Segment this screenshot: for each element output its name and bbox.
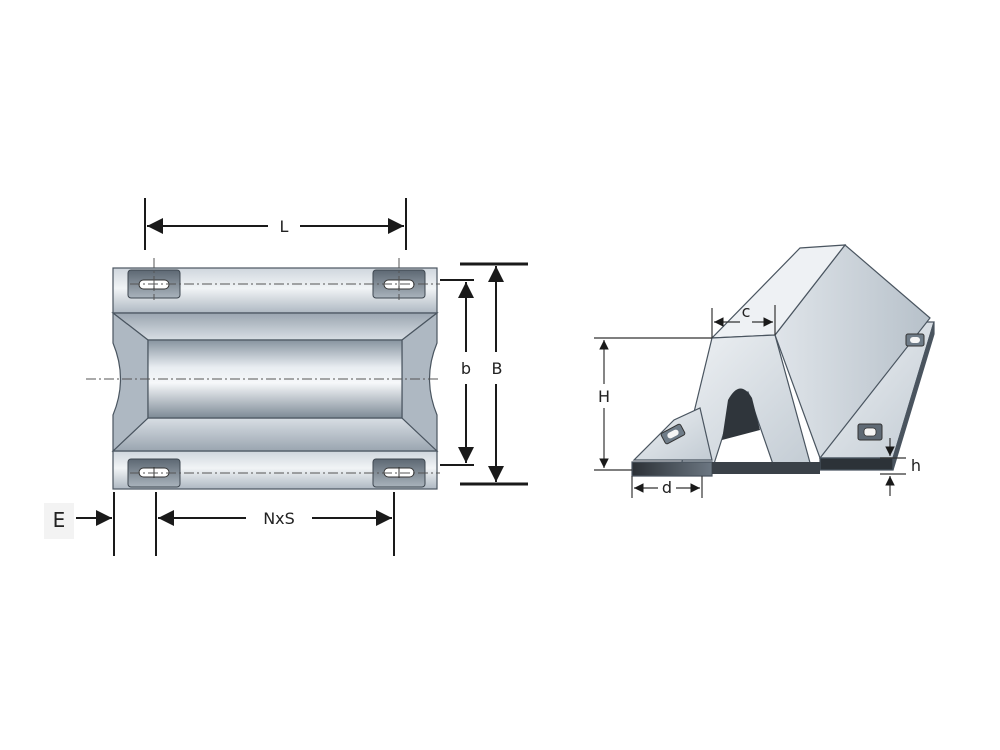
dimension-h: h <box>880 438 921 496</box>
dimension-d: d <box>631 476 703 498</box>
dimension-E: E <box>44 492 115 556</box>
dimension-B: B <box>460 262 528 486</box>
label-d: d <box>662 478 672 497</box>
side-view: c H d h <box>594 244 935 498</box>
right-base-flange-edge <box>819 457 894 471</box>
dimension-H: H <box>594 337 712 471</box>
upper-slope-face <box>111 312 439 341</box>
label-E: E <box>53 508 66 532</box>
side-bolt-slot-back-right <box>905 333 925 347</box>
label-B: B <box>492 359 503 378</box>
dimension-L: L <box>144 198 407 250</box>
inner-hollow <box>722 388 760 440</box>
front-base-edge <box>712 462 820 474</box>
side-bolt-slot-front-right <box>857 423 883 441</box>
front-view: L b B E <box>44 198 528 556</box>
label-c: c <box>742 302 751 321</box>
label-NxS: NxS <box>263 509 295 528</box>
right-side-profile <box>401 311 438 453</box>
label-H: H <box>598 387 610 406</box>
dimension-b: b <box>440 279 474 466</box>
bolt-slot-bottom-right <box>372 458 426 488</box>
side-bolt-slot-left <box>660 423 686 445</box>
label-L: L <box>280 217 289 236</box>
dimension-NxS: NxS <box>155 492 395 556</box>
dimension-c: c <box>711 302 776 338</box>
label-h: h <box>911 456 921 475</box>
label-b: b <box>461 359 471 378</box>
lower-slope-face <box>111 417 439 452</box>
left-base-flange-front <box>631 461 713 477</box>
left-side-profile <box>112 311 149 453</box>
right-base-flange-end <box>892 321 935 471</box>
